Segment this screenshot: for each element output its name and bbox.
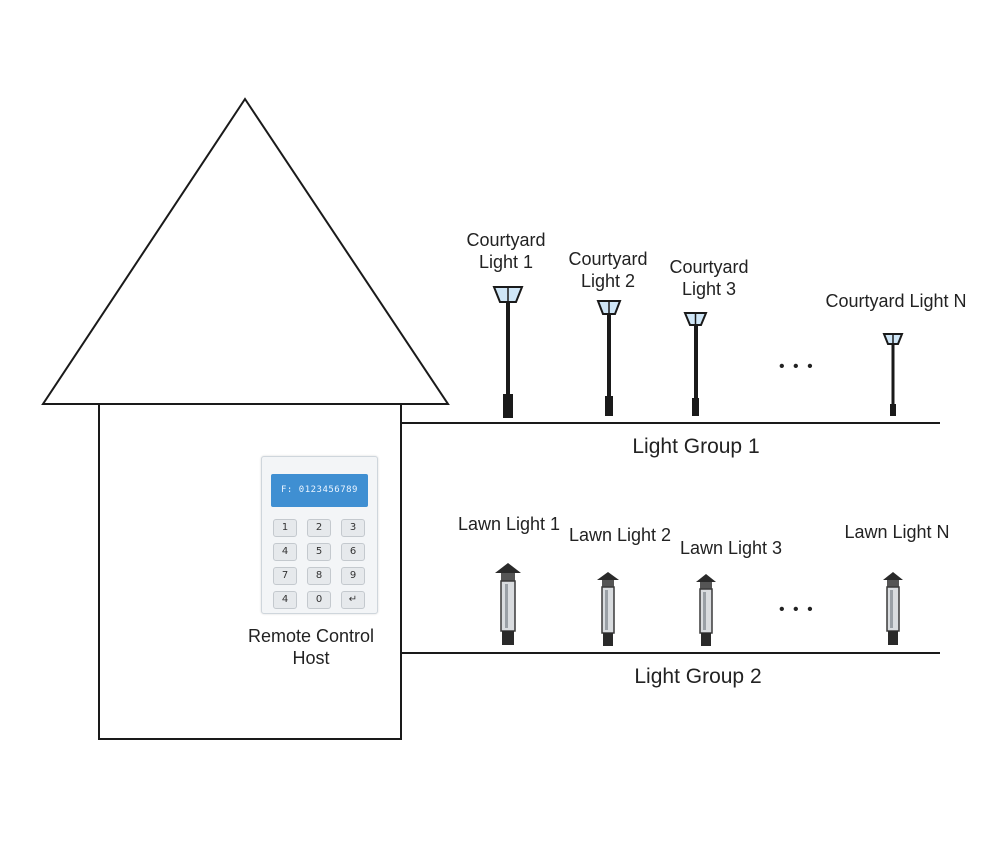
keypad-grid: 1 2 3 4 5 6 7 8 9 4 0 ↵	[273, 519, 367, 609]
courtyard-light-1-label: Courtyard Light 1	[466, 229, 545, 273]
key-9: 9	[341, 567, 365, 585]
lawn-light-2-icon	[597, 572, 619, 646]
key-3: 3	[341, 519, 365, 537]
key-4: 4	[273, 543, 297, 561]
remote-control-host-label: Remote Control Host	[248, 625, 374, 669]
light-group-2-label: Light Group 2	[634, 665, 762, 688]
courtyard-light-n-label-line1: Courtyard Light N	[825, 291, 967, 311]
key-8: 8	[307, 567, 331, 585]
courtyard-light-1-icon	[492, 286, 524, 418]
key-enter-icon: ↵	[341, 591, 365, 609]
courtyard-light-3-label-line2: Light 3	[681, 279, 737, 299]
lawn-light-1-label: Lawn Light 1	[457, 514, 561, 534]
courtyard-light-2-icon	[596, 300, 622, 416]
group1-ellipsis: • • •	[779, 358, 815, 375]
lawn-light-2-label: Lawn Light 2	[568, 525, 672, 545]
courtyard-light-3-label-line1: Courtyard	[669, 257, 749, 277]
key-1: 1	[273, 519, 297, 537]
lawn-light-n-icon	[883, 572, 903, 645]
key-5: 5	[307, 543, 331, 561]
courtyard-light-n-icon	[882, 333, 904, 416]
remote-label-line2: Host	[292, 648, 330, 668]
group2-ellipsis: • • •	[779, 601, 815, 618]
remote-display: F: 0123456789	[271, 474, 368, 507]
courtyard-light-2-label-line1: Courtyard	[568, 249, 648, 269]
key-2: 2	[307, 519, 331, 537]
lawn-light-1-icon	[495, 563, 521, 645]
courtyard-light-n-label: Courtyard Light N	[825, 290, 966, 312]
courtyard-light-2-label: Courtyard Light 2	[568, 248, 647, 292]
key-0: 0	[307, 591, 331, 609]
courtyard-light-2-label-line2: Light 2	[580, 271, 636, 291]
key-6: 6	[341, 543, 365, 561]
courtyard-light-3-label: Courtyard Light 3	[669, 256, 748, 300]
courtyard-light-1-label-line2: Light 1	[478, 252, 534, 272]
lawn-light-n-label: Lawn Light N	[844, 522, 950, 542]
lawn-light-3-icon	[696, 574, 716, 646]
key-7: 7	[273, 567, 297, 585]
light-group-1-label: Light Group 1	[632, 435, 760, 458]
courtyard-light-1-label-line1: Courtyard	[466, 230, 546, 250]
key-star: 4	[273, 591, 297, 609]
courtyard-light-3-icon	[683, 312, 708, 416]
lawn-light-3-label: Lawn Light 3	[679, 538, 783, 558]
remote-control-keypad: F: 0123456789 1 2 3 4 5 6 7 8 9 4 0 ↵	[261, 456, 378, 614]
house-roof	[41, 97, 450, 405]
remote-label-line1: Remote Control	[247, 626, 375, 646]
